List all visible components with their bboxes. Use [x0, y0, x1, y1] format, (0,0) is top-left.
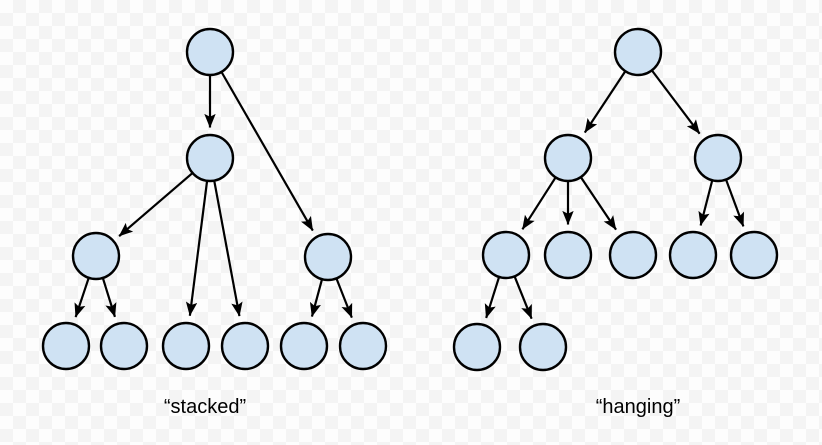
caption-hanging: “hanging”	[595, 396, 681, 418]
node-hanging-l2-1[interactable]	[481, 230, 531, 280]
tree-edge	[521, 177, 557, 230]
tree-edge	[335, 278, 353, 319]
tree-edge	[725, 179, 745, 227]
edges-layer	[74, 70, 745, 320]
tree-edge	[185, 181, 209, 317]
node-stacked-leaf-4[interactable]	[220, 321, 270, 371]
node-hanging-l1-left[interactable]	[543, 133, 593, 183]
node-hanging-l2-3[interactable]	[608, 230, 658, 280]
node-hanging-l1-right[interactable]	[693, 133, 743, 183]
node-stacked-leaf-2[interactable]	[99, 321, 149, 371]
node-hanging-l2-4[interactable]	[668, 230, 718, 280]
tree-edge	[220, 71, 314, 232]
tree-edge	[213, 180, 243, 317]
node-hanging-leaf-1[interactable]	[452, 322, 502, 372]
node-stacked-l2-left[interactable]	[71, 231, 121, 281]
tree-edge	[484, 277, 500, 319]
node-stacked-leaf-1[interactable]	[41, 321, 91, 371]
node-hanging-leaf-2[interactable]	[518, 322, 568, 372]
tree-edge	[580, 176, 617, 231]
tree-edge	[309, 279, 323, 317]
tree-edge	[651, 70, 701, 135]
tree-edge	[101, 278, 117, 318]
node-stacked-leaf-3[interactable]	[161, 321, 211, 371]
node-stacked-root[interactable]	[185, 27, 235, 77]
nodes-layer	[41, 27, 779, 372]
tree-edge	[74, 277, 90, 318]
tree-edge	[513, 276, 533, 320]
tree-edge	[118, 172, 193, 237]
node-hanging-l2-5[interactable]	[729, 230, 779, 280]
node-stacked-l2-right[interactable]	[303, 232, 353, 282]
tree-edge	[698, 180, 714, 226]
caption-stacked: “stacked”	[163, 396, 247, 418]
node-stacked-leaf-6[interactable]	[338, 321, 388, 371]
tree-edge	[583, 71, 626, 134]
node-hanging-l2-2[interactable]	[543, 230, 593, 280]
node-stacked-l1-a[interactable]	[185, 133, 235, 183]
node-hanging-root[interactable]	[613, 27, 663, 77]
node-stacked-leaf-5[interactable]	[279, 321, 329, 371]
